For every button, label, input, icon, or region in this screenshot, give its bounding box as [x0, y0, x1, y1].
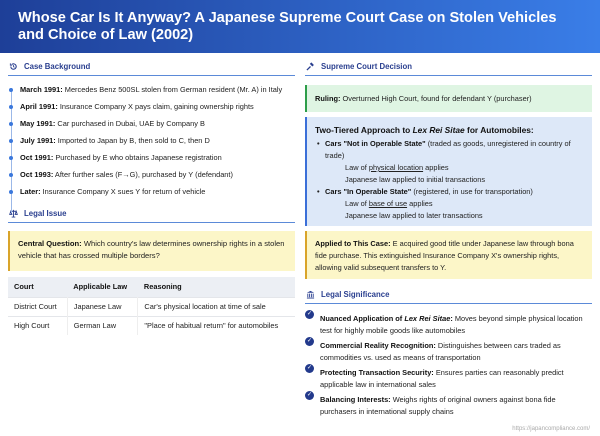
right-column: Supreme Court Decision Ruling: Overturne… — [305, 58, 592, 421]
history-icon — [9, 63, 17, 70]
legal-issue-heading: Legal Issue — [8, 205, 295, 223]
timeline-item: March 1991: Mercedes Benz 500SL stolen f… — [9, 84, 295, 101]
significance-item: ✓Balancing Interests: Weighs rights of o… — [305, 391, 556, 416]
scale-icon — [9, 209, 18, 218]
significance-item: ✓Protecting Transaction Security: Ensure… — [305, 364, 564, 389]
timeline-item: April 1991: Insurance Company X pays cla… — [9, 101, 295, 118]
tier-item: Cars "In Operable State" (registered, in… — [315, 186, 584, 222]
timeline-item: Oct 1993: After further sales (F→G), pur… — [9, 169, 295, 186]
significance-item: ✓Commercial Reality Recognition: Disting… — [305, 337, 561, 362]
applied-case-box: Applied to This Case: E acquired good ti… — [305, 231, 592, 279]
tier-item: Cars "Not in Operable State" (traded as … — [315, 138, 584, 186]
timeline-item: Later: Insurance Company X sues Y for re… — [9, 186, 295, 203]
supreme-court-decision-heading: Supreme Court Decision — [305, 58, 592, 76]
check-circle-icon: ✓ — [305, 310, 314, 319]
left-column: Case Background March 1991: Mercedes Ben… — [8, 58, 295, 335]
case-background-heading: Case Background — [8, 58, 295, 76]
page-title: Whose Car Is It Anyway? A Japanese Supre… — [0, 0, 600, 53]
significance-list: ✓Nuanced Application of Lex Rei Sitae: M… — [305, 310, 592, 417]
significance-item: ✓Nuanced Application of Lex Rei Sitae: M… — [305, 310, 583, 335]
footer-url[interactable]: https://japancompliance.com/ — [512, 426, 590, 432]
gavel-icon — [306, 62, 314, 71]
timeline: March 1991: Mercedes Benz 500SL stolen f… — [8, 84, 295, 213]
approach-title: Two-Tiered Approach to Lex Rei Sitae for… — [315, 125, 534, 135]
timeline-item: May 1991: Car purchased in Dubai, UAE by… — [9, 118, 295, 135]
timeline-item: Oct 1991: Purchased by E who obtains Jap… — [9, 152, 295, 169]
check-circle-icon: ✓ — [305, 337, 314, 346]
central-question-box: Central Question: Which country's law de… — [8, 231, 295, 271]
legal-significance-heading: Legal Significance — [305, 286, 592, 304]
institution-icon — [306, 290, 315, 299]
check-circle-icon: ✓ — [305, 364, 314, 373]
check-circle-icon: ✓ — [305, 391, 314, 400]
ruling-box: Ruling: Overturned High Court, found for… — [305, 85, 592, 112]
timeline-item: July 1991: Imported to Japan by B, then … — [9, 135, 295, 152]
two-tier-approach-box: Two-Tiered Approach to Lex Rei Sitae for… — [305, 117, 592, 226]
